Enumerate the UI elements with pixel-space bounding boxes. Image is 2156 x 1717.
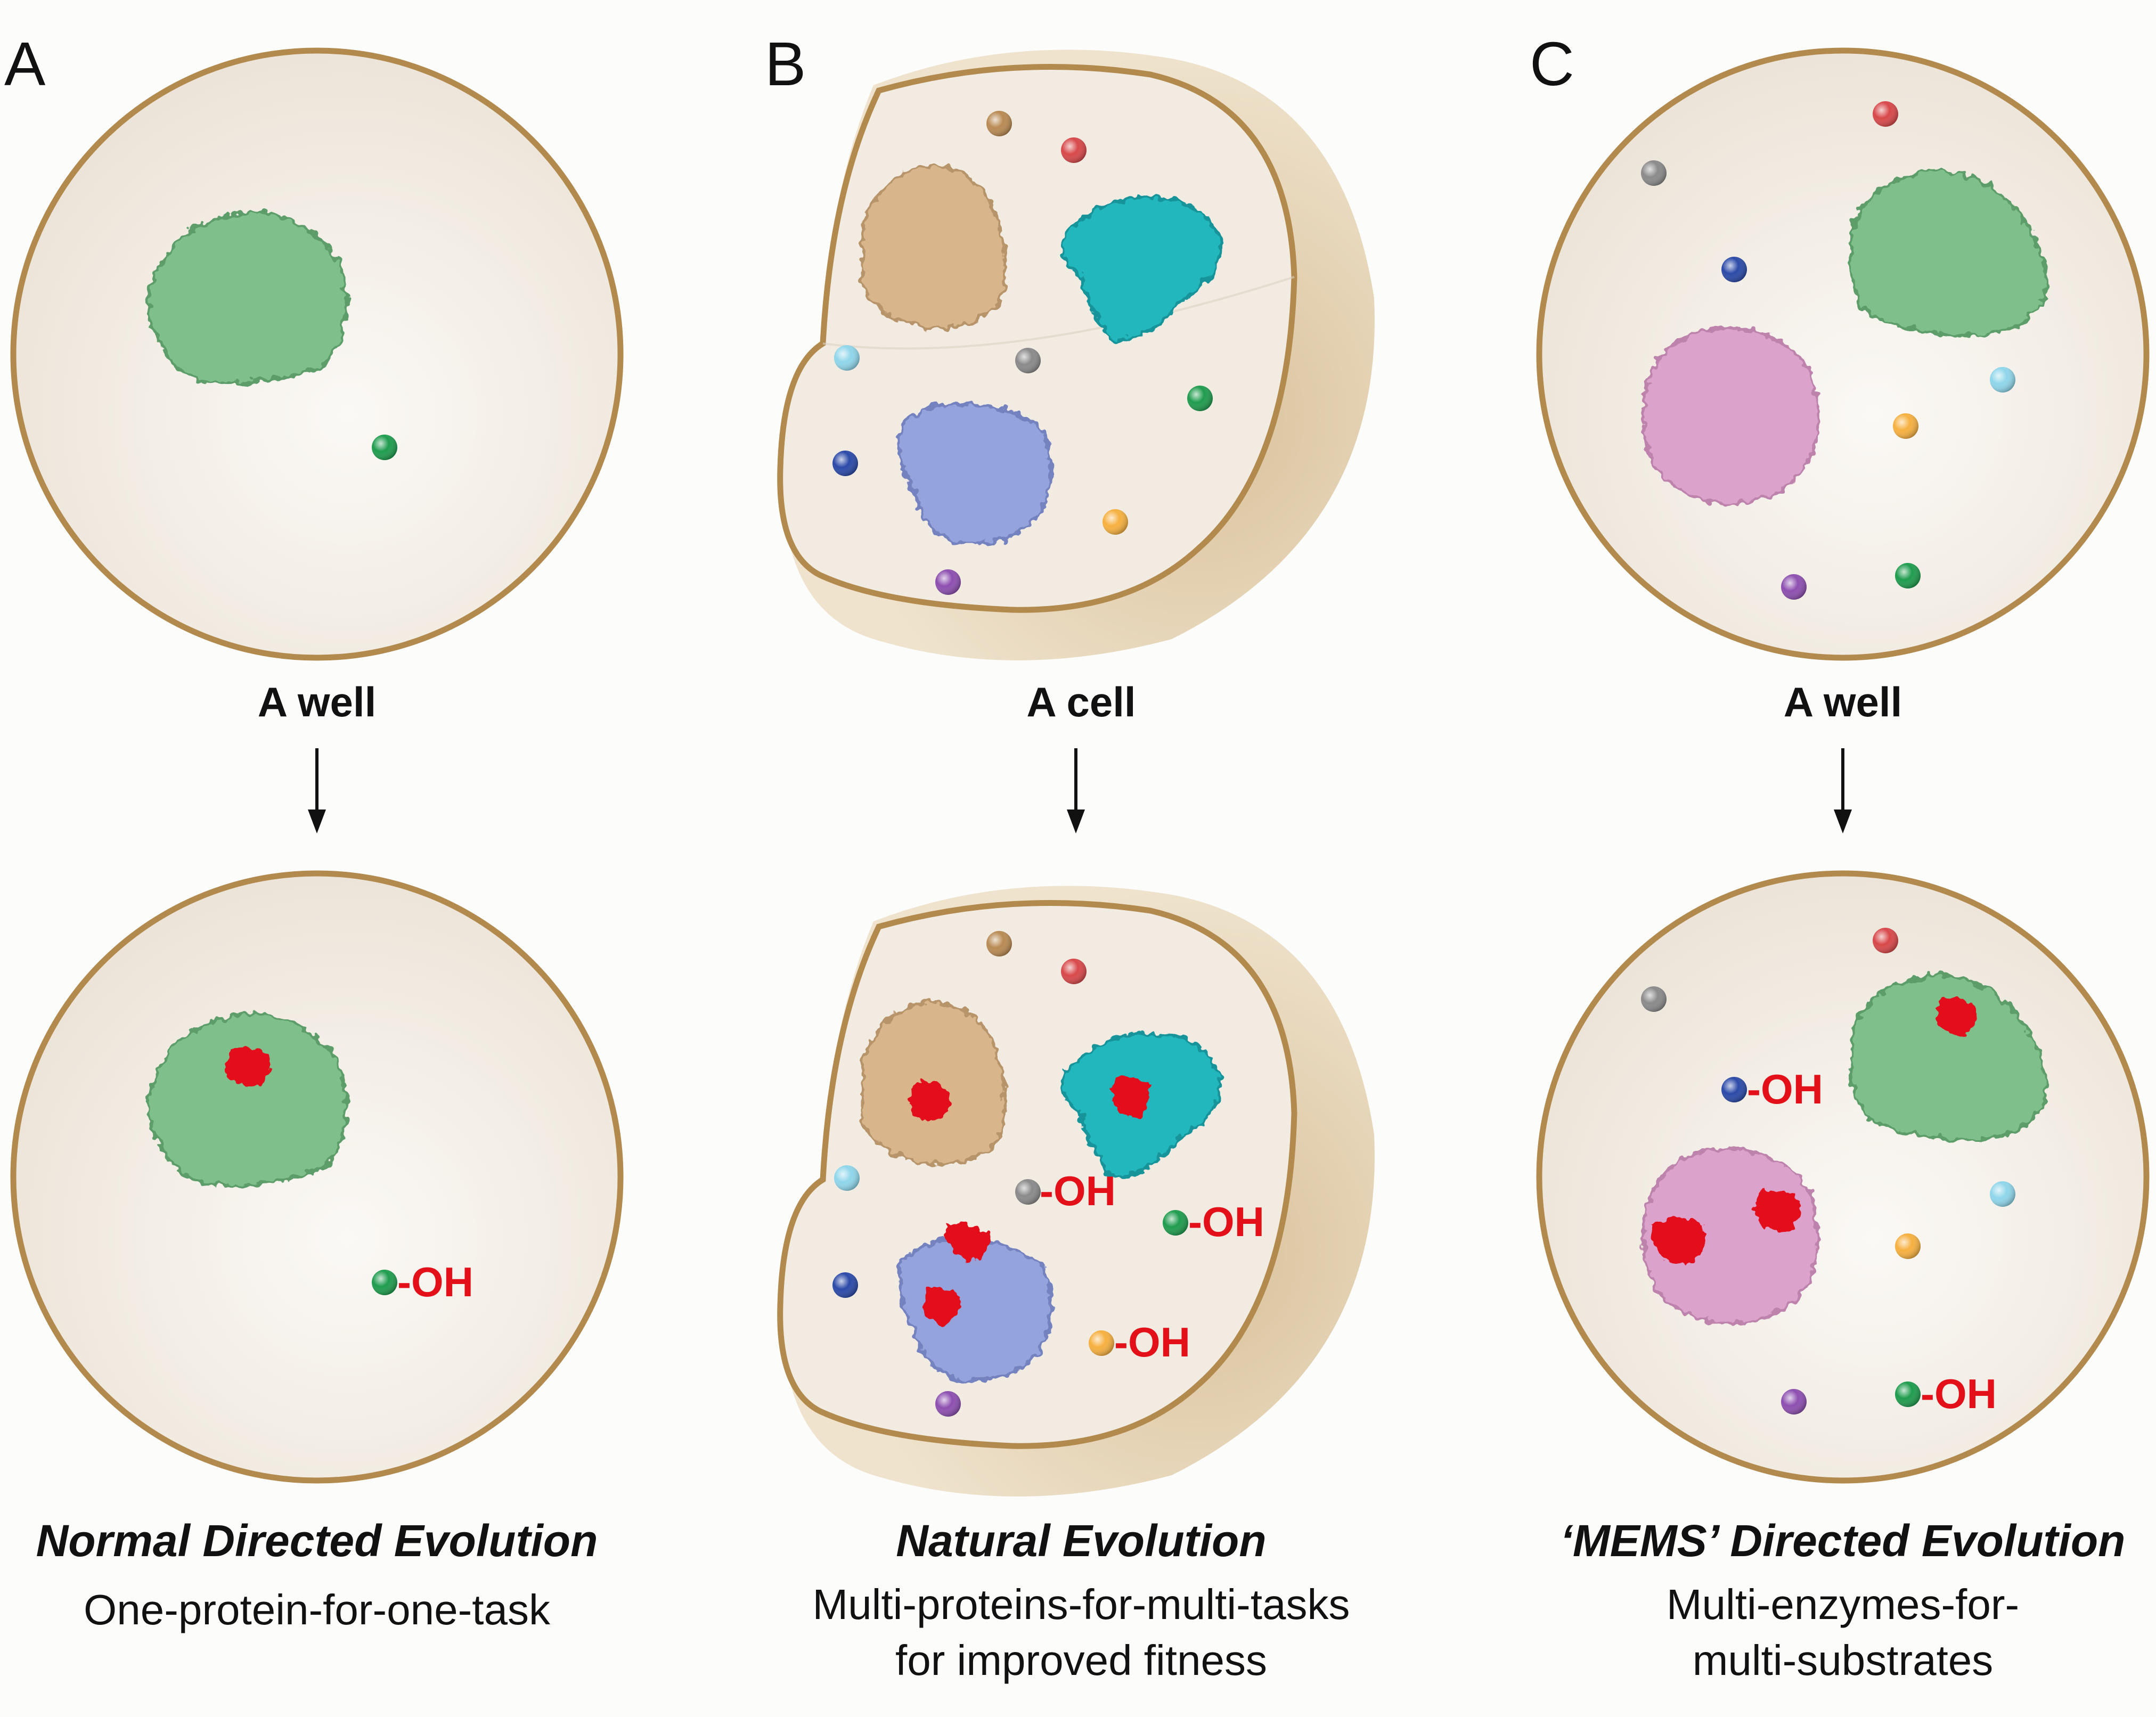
protein-green-c-top: [1849, 168, 2048, 338]
protein-pink-c-top: [1642, 325, 1819, 505]
hydroxyl-label: -OH: [1747, 1066, 1823, 1113]
panel-letter-b: B: [765, 29, 806, 99]
well-c-top: [1536, 47, 2150, 661]
protein-lavender-b-top: [897, 402, 1052, 546]
substrate-ball: [1893, 413, 1918, 439]
substrate-ball: [935, 569, 961, 595]
substrate-ball: [1641, 160, 1667, 186]
container-label-a: A well: [258, 678, 377, 725]
container-label-c: A well: [1784, 678, 1902, 725]
well-c-bottom: -OH -OH: [1536, 870, 2150, 1484]
substrate-ball: [1781, 574, 1807, 600]
hydroxyl-label: -OH: [1040, 1167, 1116, 1214]
substrate-ball: [1015, 348, 1041, 373]
caption-line-c-2: multi-substrates: [1693, 1637, 1994, 1684]
caption-line-c-1: Multi-enzymes-for-: [1667, 1581, 2019, 1628]
substrate-ball: [1187, 386, 1213, 411]
arrow-down-a: [308, 748, 326, 833]
well-a-bottom-border: [10, 870, 624, 1484]
substrate-ball: [1873, 928, 1898, 953]
hydroxyl-label: -OH: [1114, 1319, 1190, 1366]
substrate-ball: [1641, 986, 1667, 1012]
substrate-ball: [1089, 1330, 1114, 1356]
substrate-ball: [1061, 959, 1087, 984]
substrate-ball: [372, 1270, 397, 1295]
substrate-ball: [1015, 1179, 1041, 1205]
arrow-down-c: [1834, 748, 1852, 833]
substrate-ball: [1990, 1181, 2015, 1207]
panel-a: A A well -OH: [4, 29, 624, 1633]
substrate-ball: [935, 1391, 961, 1417]
protein-green-a-bottom: [146, 1012, 348, 1187]
protein-green-a-top: [146, 210, 348, 386]
protein-green-c-bottom: [1849, 972, 2048, 1142]
substrate-ball: [1895, 1233, 1921, 1259]
substrate-ball: [1721, 1077, 1747, 1102]
well-a-bottom: -OH: [10, 870, 624, 1484]
panel-letter-a: A: [4, 29, 46, 99]
substrate-ball: [832, 451, 858, 476]
substrate-ball: [1895, 563, 1921, 588]
cell-b-top: [777, 50, 1375, 660]
substrate-ball: [1163, 1210, 1188, 1236]
substrate-ball: [1061, 137, 1087, 163]
substrate-ball: [986, 931, 1012, 956]
caption-line-b-1: Multi-proteins-for-multi-tasks: [812, 1581, 1350, 1628]
substrate-ball: [1781, 1389, 1807, 1415]
caption-line-a-1: One-protein-for-one-task: [84, 1586, 551, 1633]
well-a-top: [10, 47, 624, 661]
substrate-ball: [1990, 367, 2015, 393]
substrate-ball: [372, 435, 397, 460]
substrate-ball: [1895, 1381, 1921, 1407]
caption-title-b: Natural Evolution: [896, 1516, 1266, 1566]
container-label-b: A cell: [1026, 678, 1136, 725]
caption-title-a: Normal Directed Evolution: [36, 1516, 598, 1566]
cell-b-bottom: -OH -OH -OH: [777, 886, 1375, 1497]
substrate-ball: [986, 111, 1012, 136]
panel-letter-c: C: [1530, 29, 1574, 99]
panel-c: C A well: [1530, 29, 2150, 1684]
substrate-ball: [834, 1165, 860, 1191]
substrate-ball: [1721, 257, 1747, 282]
hydroxyl-label: -OH: [397, 1258, 473, 1305]
substrate-ball: [832, 1272, 858, 1298]
caption-title-c: ‘MEMS’ Directed Evolution: [1561, 1516, 2126, 1566]
caption-line-b-2: for improved fitness: [895, 1637, 1267, 1684]
substrate-ball: [1102, 509, 1128, 535]
panel-b: B A cell: [765, 29, 1375, 1684]
well-c-top-border: [1536, 47, 2150, 661]
arrow-down-b: [1067, 748, 1085, 833]
substrate-ball: [834, 345, 860, 371]
well-c-bottom-border: [1536, 870, 2150, 1484]
hydroxyl-label: -OH: [1188, 1198, 1264, 1245]
hydroxyl-label: -OH: [1921, 1370, 1997, 1417]
protein-cyan-b-top: [1060, 195, 1222, 343]
substrate-ball: [1873, 101, 1898, 127]
protein-tan-b-top: [861, 163, 1007, 330]
